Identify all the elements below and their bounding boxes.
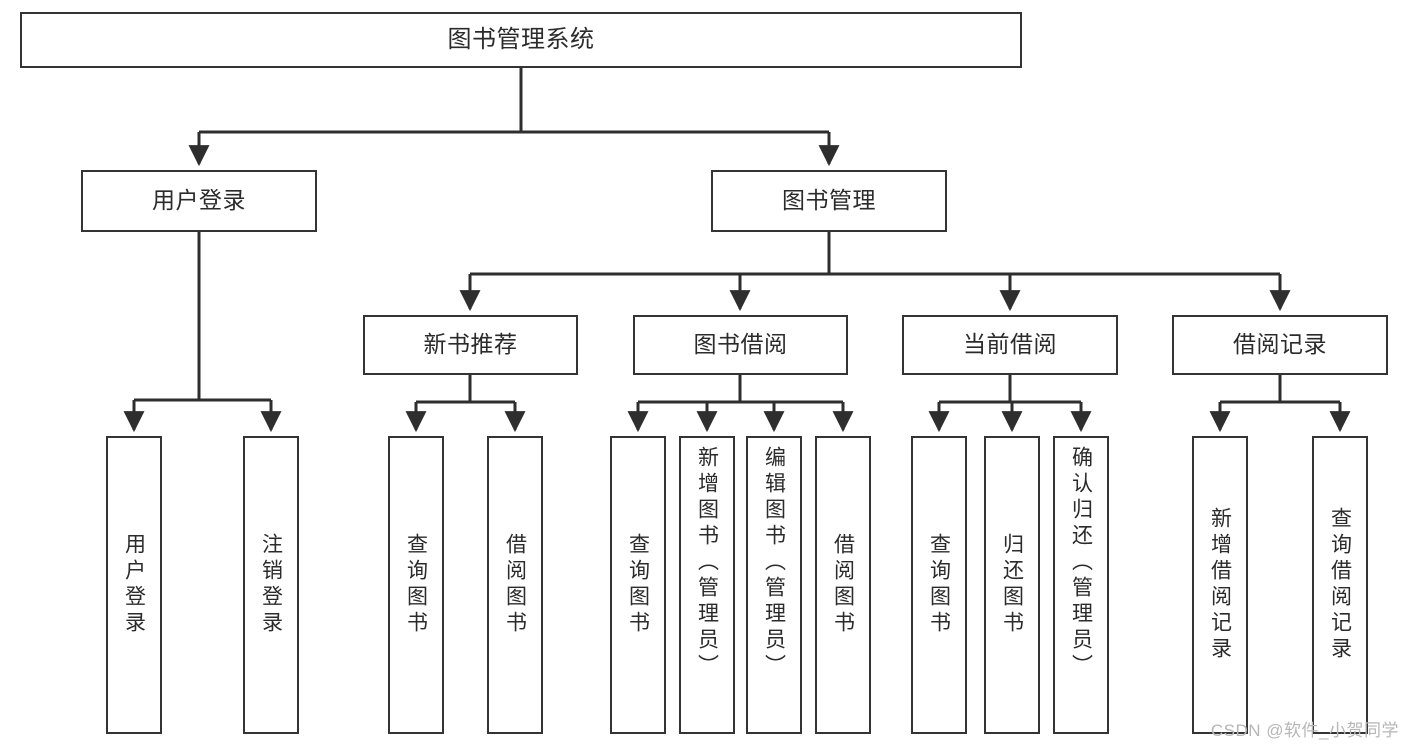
- leaf-edit-book-admin[interactable]: 编辑图书（管理员）: [746, 436, 802, 734]
- leaf-borrow-book-newbook[interactable]: 借阅图书: [487, 436, 543, 734]
- leaf-user-logout[interactable]: 注销登录: [243, 436, 299, 734]
- leaf-label: 注销登录: [259, 533, 283, 637]
- leaf-query-borrow-record[interactable]: 查询借阅记录: [1312, 436, 1368, 734]
- leaf-label: 查询图书: [404, 533, 428, 637]
- node-borrow-record[interactable]: 借阅记录: [1172, 315, 1388, 375]
- leaf-return-book[interactable]: 归还图书: [984, 436, 1040, 734]
- leaf-label: 借阅图书: [503, 533, 527, 637]
- leaf-add-book-admin[interactable]: 新增图书（管理员）: [679, 436, 735, 734]
- leaf-confirm-return-admin[interactable]: 确认归还（管理员）: [1053, 436, 1109, 734]
- leaf-label: 查询图书: [927, 533, 951, 637]
- leaf-label: 借阅图书: [831, 533, 855, 637]
- node-current-borrow[interactable]: 当前借阅: [902, 315, 1118, 375]
- node-user-login[interactable]: 用户登录: [81, 170, 317, 232]
- leaf-label: 新增借阅记录: [1208, 507, 1232, 663]
- leaf-add-borrow-record[interactable]: 新增借阅记录: [1192, 436, 1248, 734]
- node-book-management[interactable]: 图书管理: [711, 170, 947, 232]
- leaf-label: 确认归还（管理员）: [1069, 446, 1093, 680]
- leaf-label: 新增图书（管理员）: [695, 446, 719, 680]
- leaf-query-book-borrow[interactable]: 查询图书: [610, 436, 666, 734]
- leaf-query-book-newbook[interactable]: 查询图书: [388, 436, 444, 734]
- leaf-label: 归还图书: [1000, 533, 1024, 637]
- leaf-label: 用户登录: [122, 533, 146, 637]
- leaf-user-login[interactable]: 用户登录: [106, 436, 162, 734]
- leaf-label: 查询图书: [626, 533, 650, 637]
- node-book-borrow[interactable]: 图书借阅: [633, 315, 848, 375]
- leaf-label: 编辑图书（管理员）: [762, 446, 786, 680]
- leaf-label: 查询借阅记录: [1328, 507, 1352, 663]
- node-new-book-recommend[interactable]: 新书推荐: [363, 315, 578, 375]
- node-root-system[interactable]: 图书管理系统: [20, 12, 1022, 68]
- leaf-query-book-current[interactable]: 查询图书: [911, 436, 967, 734]
- leaf-lend-book[interactable]: 借阅图书: [815, 436, 871, 734]
